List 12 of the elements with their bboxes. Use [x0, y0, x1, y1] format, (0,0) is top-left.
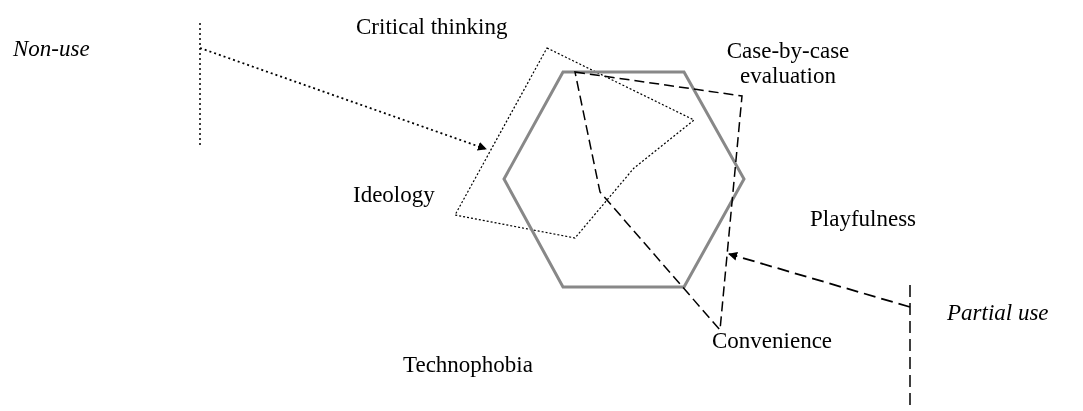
dotted-arrow	[199, 47, 487, 151]
axis-label: Convenience	[712, 328, 833, 354]
dashed-arrow	[728, 251, 911, 308]
axis-label: Playfulness	[810, 206, 917, 232]
category-label: Partial use	[947, 300, 1049, 326]
axis-label: Ideology	[353, 182, 435, 208]
axis-label: Technophobia	[403, 352, 533, 378]
category-label: Non-use	[13, 36, 90, 62]
axis-label: Case-by-case evaluation	[725, 38, 851, 89]
dotted-polygon	[454, 47, 696, 239]
axis-label: Critical thinking	[356, 14, 508, 40]
dashed-polygon	[574, 71, 743, 332]
